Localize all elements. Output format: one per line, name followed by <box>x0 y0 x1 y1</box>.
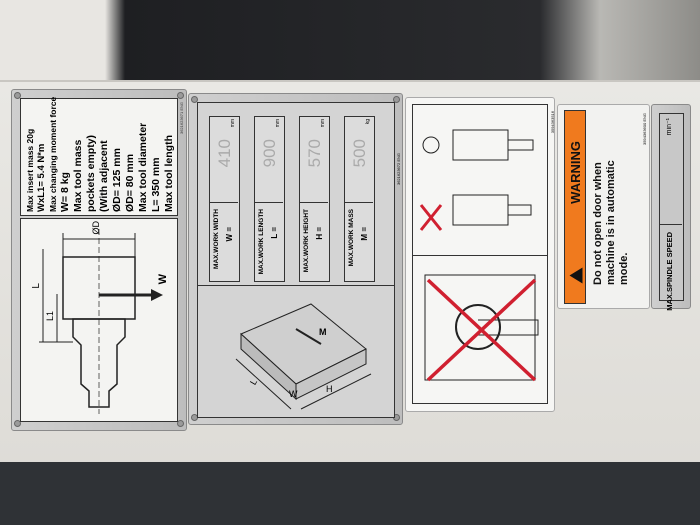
spindle-speed-label: MAX.SPINDLE SPEED <box>665 232 674 311</box>
work-spec-value: 570 <box>305 139 324 168</box>
warning-plate: WARNING Do not open door when machine is… <box>557 104 650 309</box>
machine-base <box>0 462 700 525</box>
spec-line: pockets empty) <box>85 134 97 212</box>
work-spec-label: MAX.WORK MASS <box>348 209 355 267</box>
screw <box>191 96 198 103</box>
part-code: 3621623671 ENG <box>179 102 184 135</box>
warning-triangle-icon <box>569 267 583 284</box>
work-spec-unit: kg <box>365 119 371 125</box>
work-spec-value: 900 <box>260 139 279 168</box>
h-label: H <box>326 384 333 394</box>
spec-line: Max tool mass <box>72 139 84 212</box>
m-label: M <box>319 327 327 337</box>
work-spec-unit: mm <box>275 119 281 128</box>
part-code: 3594363516 <box>550 111 555 134</box>
work-spec-unit: mm <box>320 119 326 128</box>
screw <box>14 92 21 99</box>
l1-label: L1 <box>45 311 55 322</box>
part-code: 3621623672 ENG <box>396 153 401 186</box>
workpiece-diagram: L W H M <box>201 289 391 414</box>
work-spec-label: MAX.WORK LENGTH <box>258 209 265 275</box>
pictogram-frame: 3594363516 <box>412 104 555 404</box>
work-spec-box: 410 mm MAX.WORK WIDTH W = <box>209 116 240 282</box>
background-wall <box>0 0 700 85</box>
spec-line: (With adjacent <box>98 140 110 212</box>
diameter-label: ØD <box>91 221 101 235</box>
work-spec-label: MAX.WORK HEIGHT <box>303 209 310 273</box>
warning-banner: WARNING <box>564 110 586 304</box>
tool-spec-text: Max tool length L= 350 mm Max tool diame… <box>20 96 178 216</box>
work-spec-symbol: M = <box>360 227 369 241</box>
spec-line: Max insert mass 20g <box>25 128 35 212</box>
work-spec-value: 500 <box>350 139 369 168</box>
part-code: 3594363600 ENG <box>642 113 647 146</box>
spec-line: Max changing moment force <box>48 96 58 212</box>
screw <box>177 92 184 99</box>
work-spec-plate: 3621623672 ENG 410 mm MAX.WORK WIDTH W =… <box>188 93 403 425</box>
screw <box>177 420 184 427</box>
warning-text: Do not open door when machine is in auto… <box>592 160 630 285</box>
work-spec-symbol: W = <box>225 227 234 242</box>
pictogram-plate: 3594363516 <box>405 97 555 412</box>
spec-line: ØD= 80 mm <box>124 153 136 212</box>
spec-line: Max tool length <box>163 135 175 212</box>
work-spec-box: 570 mm MAX.WORK HEIGHT H = <box>299 116 330 282</box>
work-spec-value: 410 <box>215 139 234 168</box>
work-spec-box: 500 kg MAX.WORK MASS M = <box>344 116 375 282</box>
w-label: W <box>289 389 298 399</box>
spec-line: W= 8 kg <box>59 172 71 212</box>
work-spec-label: MAX.WORK WIDTH <box>213 209 220 269</box>
spec-line: L= 350 mm <box>150 157 162 212</box>
tool-diagram: ØD L L1 W <box>20 218 178 422</box>
work-spec-symbol: L = <box>270 227 279 239</box>
spindle-plate: MAX.SPINDLE SPEED min⁻¹ <box>651 104 691 311</box>
screw <box>393 96 400 103</box>
weight-label: W <box>157 274 169 285</box>
spec-line: Max tool diameter <box>137 122 149 212</box>
spindle-speed-unit: min⁻¹ <box>666 118 673 136</box>
screw <box>14 420 21 427</box>
work-spec-box: 900 mm MAX.WORK LENGTH L = <box>254 116 285 282</box>
work-spec-unit: mm <box>230 119 236 128</box>
spec-line: ØD= 125 mm <box>111 148 123 212</box>
work-spec-symbol: H = <box>315 227 324 240</box>
tool-spec-plate: Max tool length L= 350 mm Max tool diame… <box>11 89 187 431</box>
length-label: L <box>31 283 42 289</box>
warning-title: WARNING <box>568 141 583 204</box>
spec-line: WxL1= 5.4 N*m <box>36 143 47 212</box>
